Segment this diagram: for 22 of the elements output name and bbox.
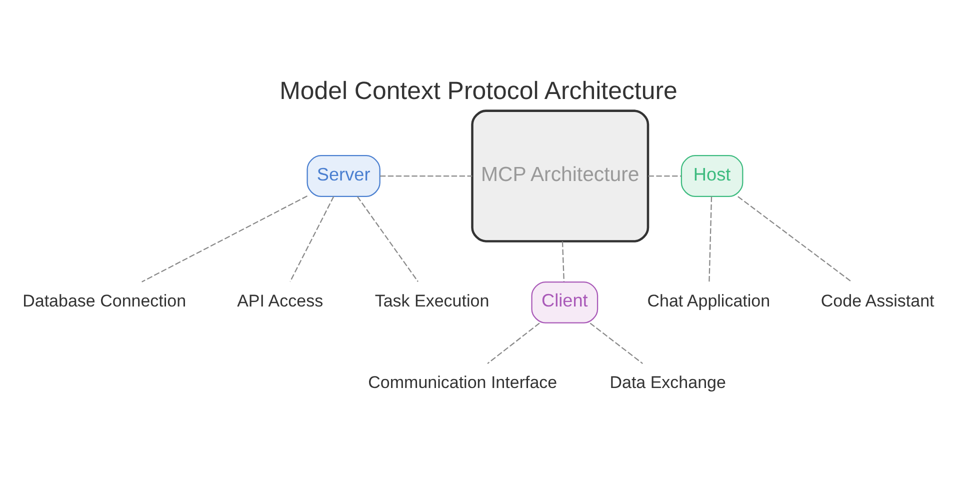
node-text: Code Assistant — [820, 291, 934, 310]
connector — [290, 196, 334, 282]
connector — [738, 196, 852, 282]
connector — [380, 175, 472, 177]
connector — [356, 196, 418, 282]
node-text: Chat Application — [647, 291, 770, 310]
node-box: Client — [531, 281, 598, 324]
node-text: API Access — [237, 291, 324, 310]
node-box: MCP Architecture — [471, 110, 650, 242]
connector — [142, 196, 308, 282]
connector — [648, 175, 682, 177]
node-box: Server — [306, 155, 380, 197]
connector — [708, 196, 712, 282]
node-box: Host — [680, 155, 744, 197]
node-text: Data Exchange — [610, 373, 726, 392]
node-text: Task Execution — [374, 291, 490, 310]
node-text: Database Connection — [22, 291, 186, 310]
connector — [590, 322, 643, 364]
node-text: Communication Interface — [368, 373, 558, 392]
connector — [562, 241, 565, 282]
diagram-title: Model Context Protocol Architecture — [280, 77, 678, 106]
connector — [487, 322, 540, 364]
